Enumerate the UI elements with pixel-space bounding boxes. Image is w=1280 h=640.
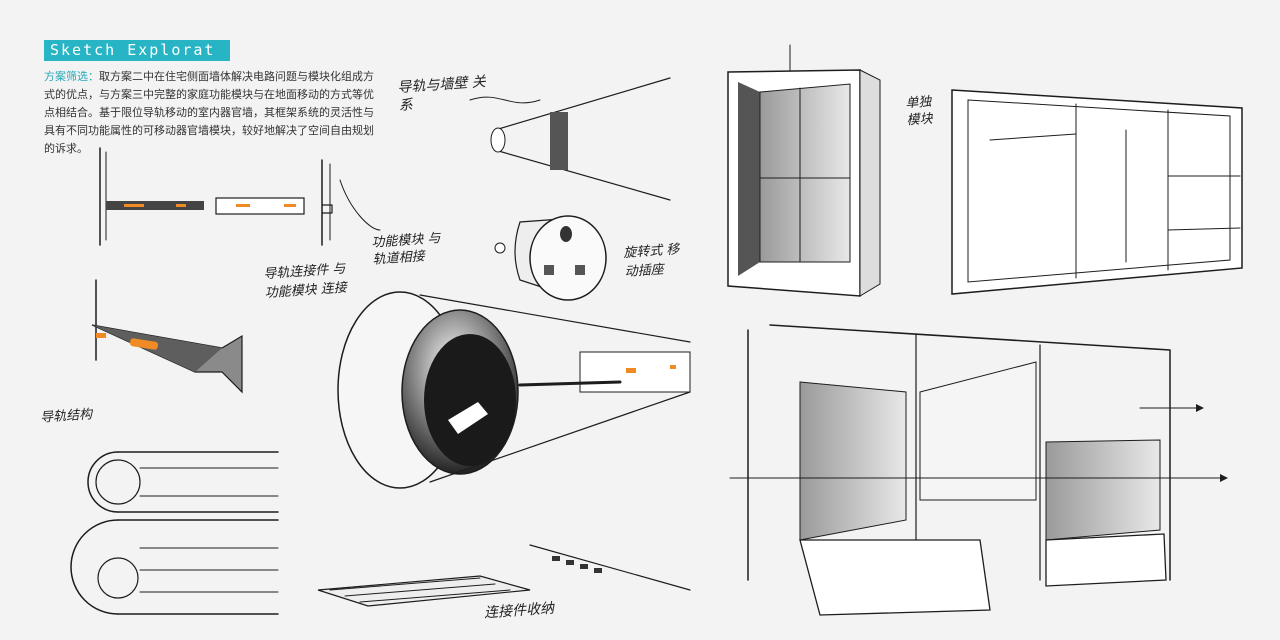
- rail-connector-sketch: [91, 279, 243, 394]
- description-text: 方案筛选：取方案二中在住宅侧面墙体解决电路问题与模块化组成方式的优点，与方案三中…: [44, 68, 384, 158]
- combined-living-module-sketch: [729, 324, 1228, 616]
- description-label: 方案筛选：: [44, 70, 99, 83]
- rail-wall-perspective: [469, 77, 671, 201]
- rotary-socket-sketch: [494, 215, 607, 301]
- rail-structure-plan: [70, 451, 279, 615]
- connector-storage-sketch: [317, 544, 691, 607]
- rail-lens-cylinder: [337, 291, 691, 489]
- rail-side-view: [99, 147, 381, 246]
- description-body: 取方案二中在住宅侧面墙体解决电路问题与模块化组成方式的优点，与方案三中完整的家庭…: [44, 70, 374, 155]
- frame-box-sketch: [727, 44, 881, 297]
- wardrobe-module-sketch: [951, 89, 1243, 295]
- page-title: Sketch Explorat: [44, 40, 230, 61]
